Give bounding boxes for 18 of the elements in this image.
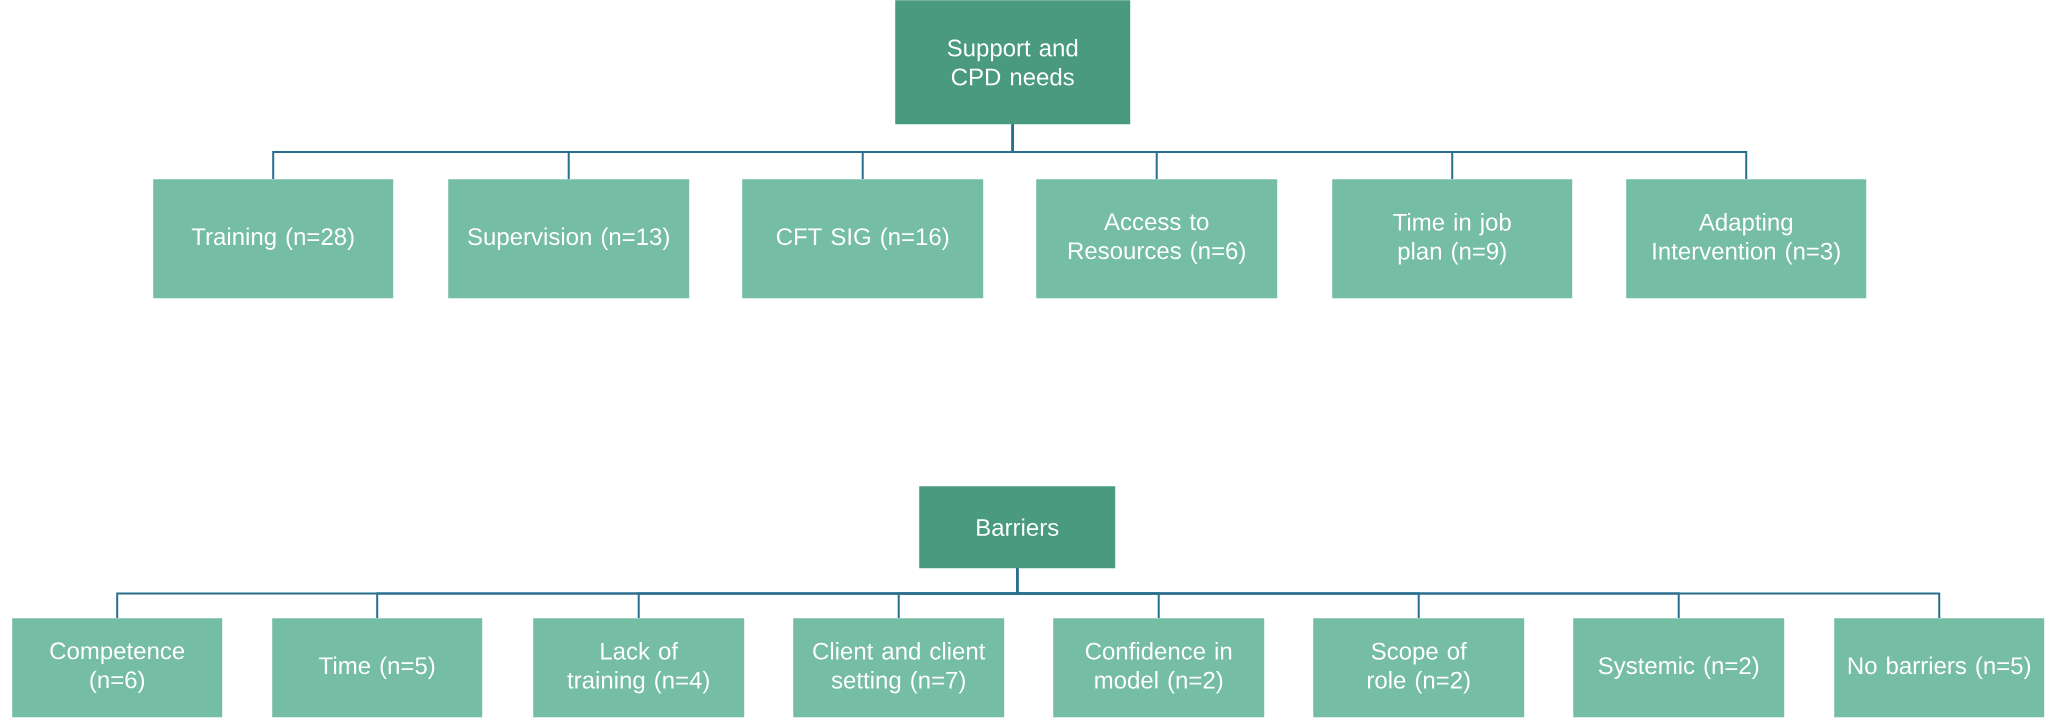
theme-box: Training (n=28)	[153, 179, 394, 299]
theme-box: Scope of role (n=2)	[1313, 618, 1525, 718]
theme-box: Access to Resources (n=6)	[1036, 179, 1278, 299]
theme-box: Systemic (n=2)	[1573, 618, 1785, 718]
theme-box: Supervision (n=13)	[448, 179, 690, 299]
theme-box: Time (n=5)	[272, 618, 483, 718]
theme-box: CFT SIG (n=16)	[742, 179, 984, 299]
connector-line	[1011, 123, 1748, 180]
category-box: Support and CPD needs	[895, 0, 1131, 125]
category-box: Barriers	[919, 486, 1116, 569]
theme-box: Client and client setting (n=7)	[793, 618, 1005, 718]
theme-box: Competence (n=6)	[12, 618, 223, 718]
theme-box: Time in job plan (n=9)	[1332, 179, 1573, 299]
theme-box: No barriers (n=5)	[1834, 618, 2045, 718]
theme-box: Adapting Intervention (n=3)	[1626, 179, 1867, 299]
theme-box: Lack of training (n=4)	[533, 618, 745, 718]
connector-line	[1016, 567, 1941, 619]
theme-box: Confidence in model (n=2)	[1053, 618, 1265, 718]
